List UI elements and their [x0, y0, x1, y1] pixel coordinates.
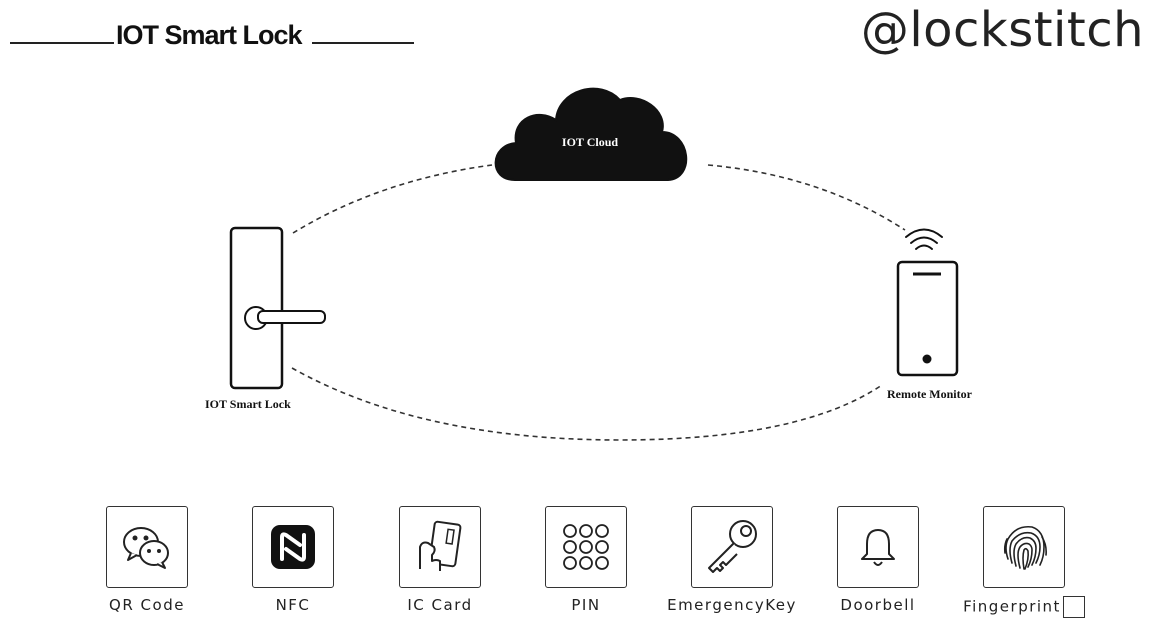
page-title: IOT Smart Lock: [116, 20, 303, 50]
brand-watermark: @lockstitch: [860, 2, 1144, 58]
feature-qr-code: QR Code: [77, 506, 217, 614]
feature-label: NFC: [275, 596, 311, 614]
feature-label: Doorbell: [840, 596, 916, 614]
ic-card-icon: [419, 520, 462, 571]
fingerprint-checkbox[interactable]: [1062, 596, 1085, 618]
feature-fingerprint: Fingerprint: [954, 506, 1094, 618]
link-cloud-to-phone: [707, 164, 906, 231]
smart-lock-label: IOT Smart Lock: [205, 397, 291, 411]
feature-pin: PIN: [516, 506, 656, 614]
phone-icon: [896, 260, 959, 377]
wechat-icon: [123, 527, 169, 569]
feature-label: Fingerprint: [963, 597, 1061, 616]
link-lock-to-phone: [291, 367, 883, 441]
key-icon: [708, 520, 757, 573]
bell-icon: [861, 529, 895, 566]
feature-emergency-key: EmergencyKey: [662, 506, 802, 614]
feature-doorbell: Doorbell: [808, 506, 948, 614]
fingerprint-icon: [1003, 525, 1047, 570]
keypad-icon: [563, 524, 609, 570]
link-lock-to-cloud: [292, 164, 493, 234]
feature-label: PIN: [571, 596, 601, 614]
cloud-label: IOT Cloud: [561, 135, 619, 149]
feature-label: EmergencyKey: [667, 596, 797, 614]
feature-label: IC Card: [407, 596, 473, 614]
smart-lock-icon: [229, 226, 326, 390]
header-line-right: [312, 42, 414, 44]
feature-ic-card: IC Card: [370, 506, 510, 614]
remote-monitor-label: Remote Monitor: [887, 387, 972, 401]
header-line-left: [10, 42, 114, 44]
feature-label: QR Code: [109, 596, 185, 614]
nfc-icon: [271, 525, 315, 569]
cloud-icon: [494, 87, 688, 181]
feature-label-row: Fingerprint: [954, 596, 1094, 618]
wifi-icon: [905, 228, 943, 250]
feature-nfc: NFC: [223, 506, 363, 614]
